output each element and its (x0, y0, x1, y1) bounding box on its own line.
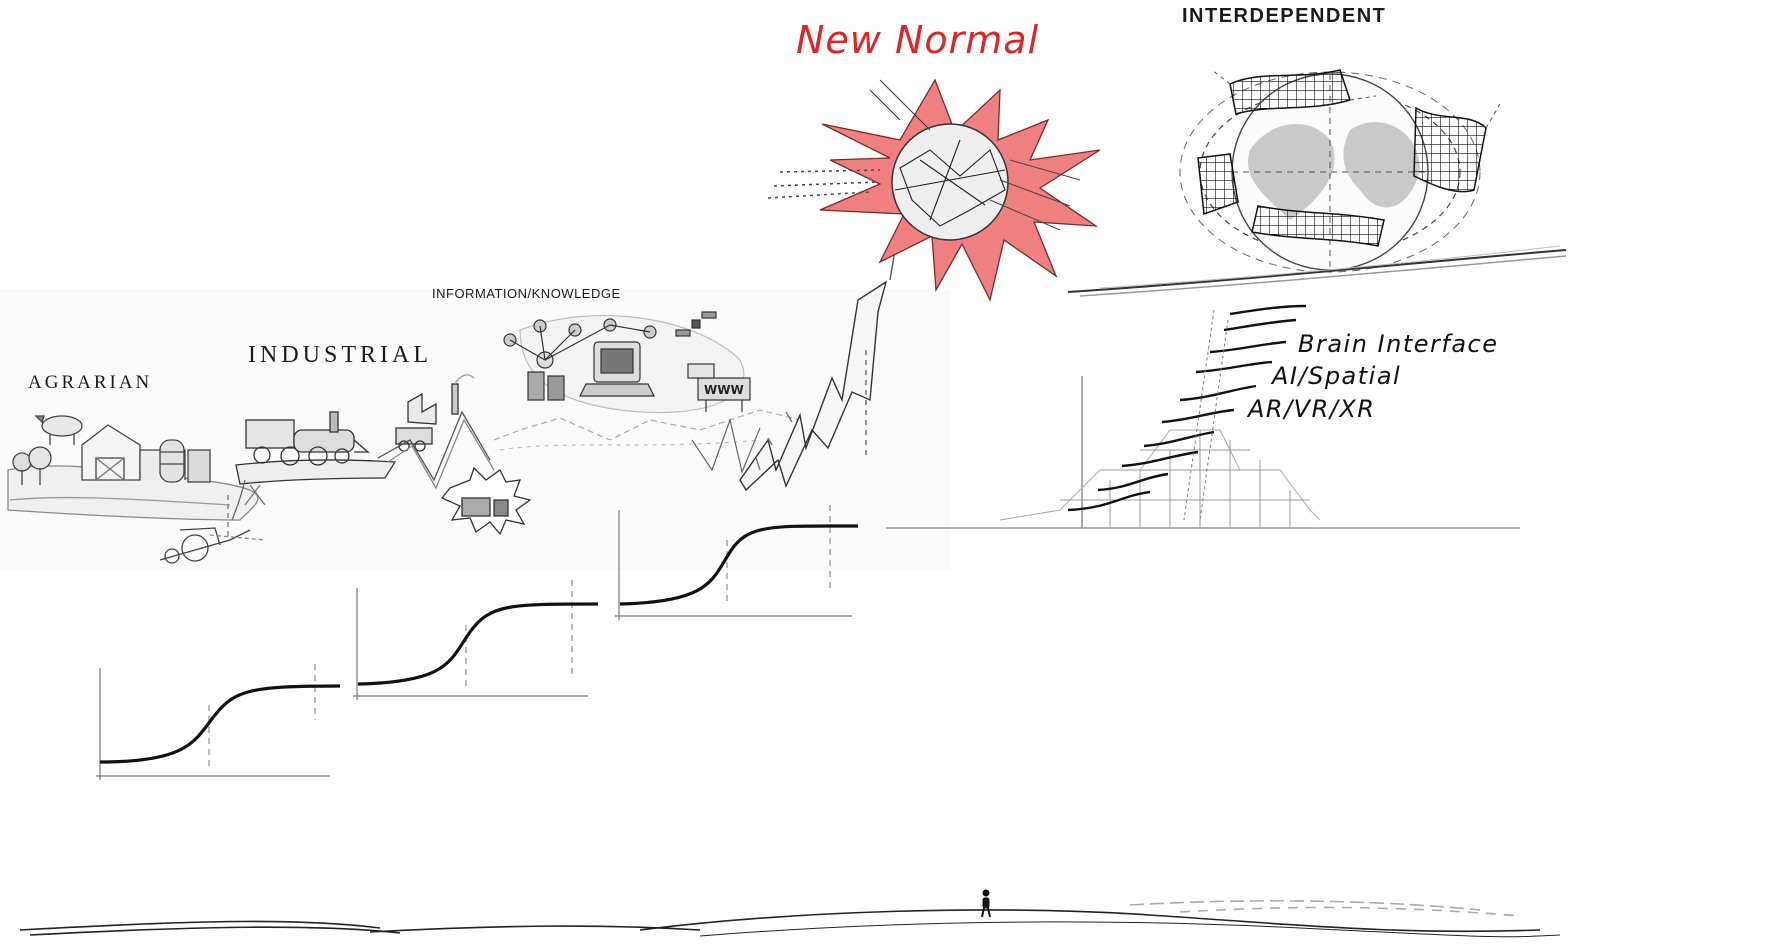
label-ar-vr-xr: AR/VR/XR (1248, 395, 1375, 423)
label-interdependent: INTERDEPENDENT (1182, 5, 1386, 28)
person-icon (982, 890, 990, 917)
label-industrial: INDUSTRIAL (248, 342, 432, 369)
label-brain-interface: Brain Interface (1298, 330, 1499, 358)
s-curve-agrarian (96, 664, 340, 780)
ground-line (20, 901, 1560, 937)
label-new-normal: New Normal (796, 18, 1039, 62)
globe-icon (1180, 70, 1500, 272)
explosion-icon (768, 80, 1100, 300)
label-information-knowledge: INFORMATION/KNOWLEDGE (432, 286, 621, 301)
svg-text:WWW: WWW (704, 383, 744, 397)
info-cards-icon (688, 364, 714, 378)
s-curve-industrial (353, 580, 598, 700)
label-agrarian: AGRARIAN (28, 372, 152, 394)
label-ai-spatial: AI/Spatial (1272, 362, 1401, 390)
